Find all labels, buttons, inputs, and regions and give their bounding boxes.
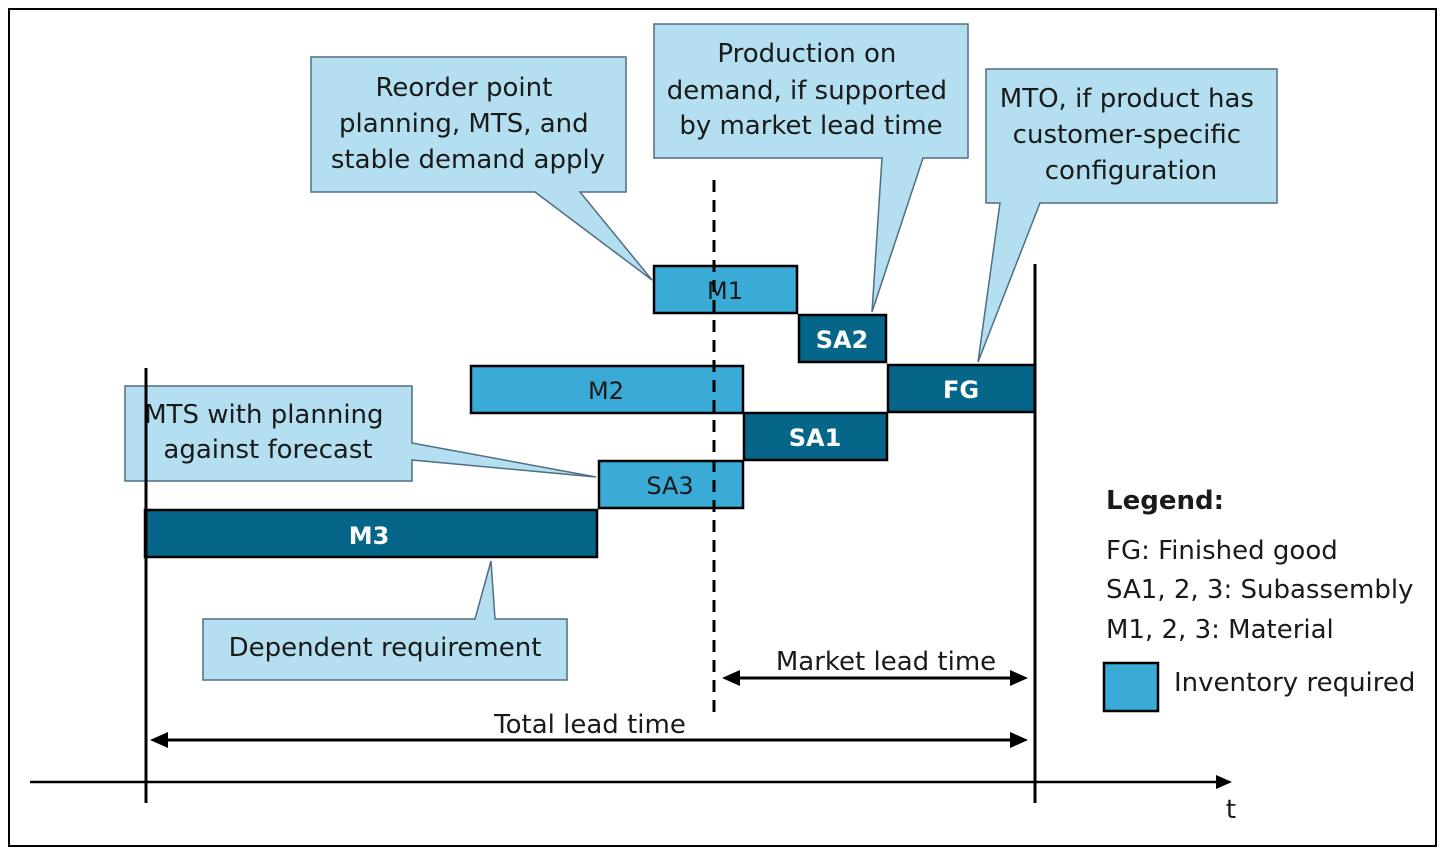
market-lead-time-arrow: Market lead time xyxy=(722,647,1028,686)
time-axis-arrowhead xyxy=(1216,775,1232,789)
svg-text:SA1: SA1 xyxy=(789,424,842,452)
callout-mts-forecast: MTS with planning against forecast xyxy=(124,385,597,482)
bar-m2: M2 xyxy=(469,364,745,415)
legend-fg: FG: Finished good xyxy=(1106,536,1338,566)
svg-text:FG: FG xyxy=(943,376,979,404)
legend-title: Legend: xyxy=(1106,486,1224,516)
legend-inventory-swatch xyxy=(1102,661,1160,713)
bar-sa2: SA2 xyxy=(797,313,888,364)
svg-text:M2: M2 xyxy=(588,377,624,405)
svg-text:Dependent requirement: Dependent requirement xyxy=(229,633,542,663)
legend-m: M1, 2, 3: Material xyxy=(1106,615,1334,645)
svg-text:Total lead time: Total lead time xyxy=(493,710,686,740)
svg-text:SA2: SA2 xyxy=(816,326,869,354)
legend: Legend: FG: Finished good SA1, 2, 3: Sub… xyxy=(1102,486,1415,713)
svg-text:MTS with planning agains: MTS with planning against forecast xyxy=(144,400,392,465)
svg-text:MTO, if product has cust: MTO, if product has customer-specific co… xyxy=(1000,84,1262,186)
legend-sa: SA1, 2, 3: Subassembly xyxy=(1106,575,1413,605)
svg-text:Production on demand, if: Production on demand, if supported by ma… xyxy=(667,39,956,141)
svg-text:M1: M1 xyxy=(707,277,743,305)
bar-fg: FG xyxy=(886,363,1037,414)
bar-sa3: SA3 xyxy=(597,459,745,510)
callout-dependent-requirement: Dependent requirement xyxy=(202,560,568,681)
callout-production-on-demand: Production on demand, if supported by ma… xyxy=(653,23,969,313)
svg-text:Market lead time: Market lead time xyxy=(776,647,996,677)
callout-reorder-point: Reorder point planning, MTS, and stable … xyxy=(310,56,653,281)
svg-text:SA3: SA3 xyxy=(646,472,693,500)
time-axis-label: t xyxy=(1226,795,1236,825)
bar-m3: M3 xyxy=(143,508,599,559)
bar-sa1: SA1 xyxy=(742,411,889,462)
svg-text:M3: M3 xyxy=(349,522,390,550)
callout-mto: MTO, if product has customer-specific co… xyxy=(977,68,1278,363)
total-lead-time-arrow: Total lead time xyxy=(150,710,1028,748)
bar-m1: M1 xyxy=(652,264,799,315)
legend-inventory: Inventory required xyxy=(1174,668,1415,698)
svg-text:Reorder point planning,: Reorder point planning, MTS, and stable … xyxy=(331,73,605,175)
